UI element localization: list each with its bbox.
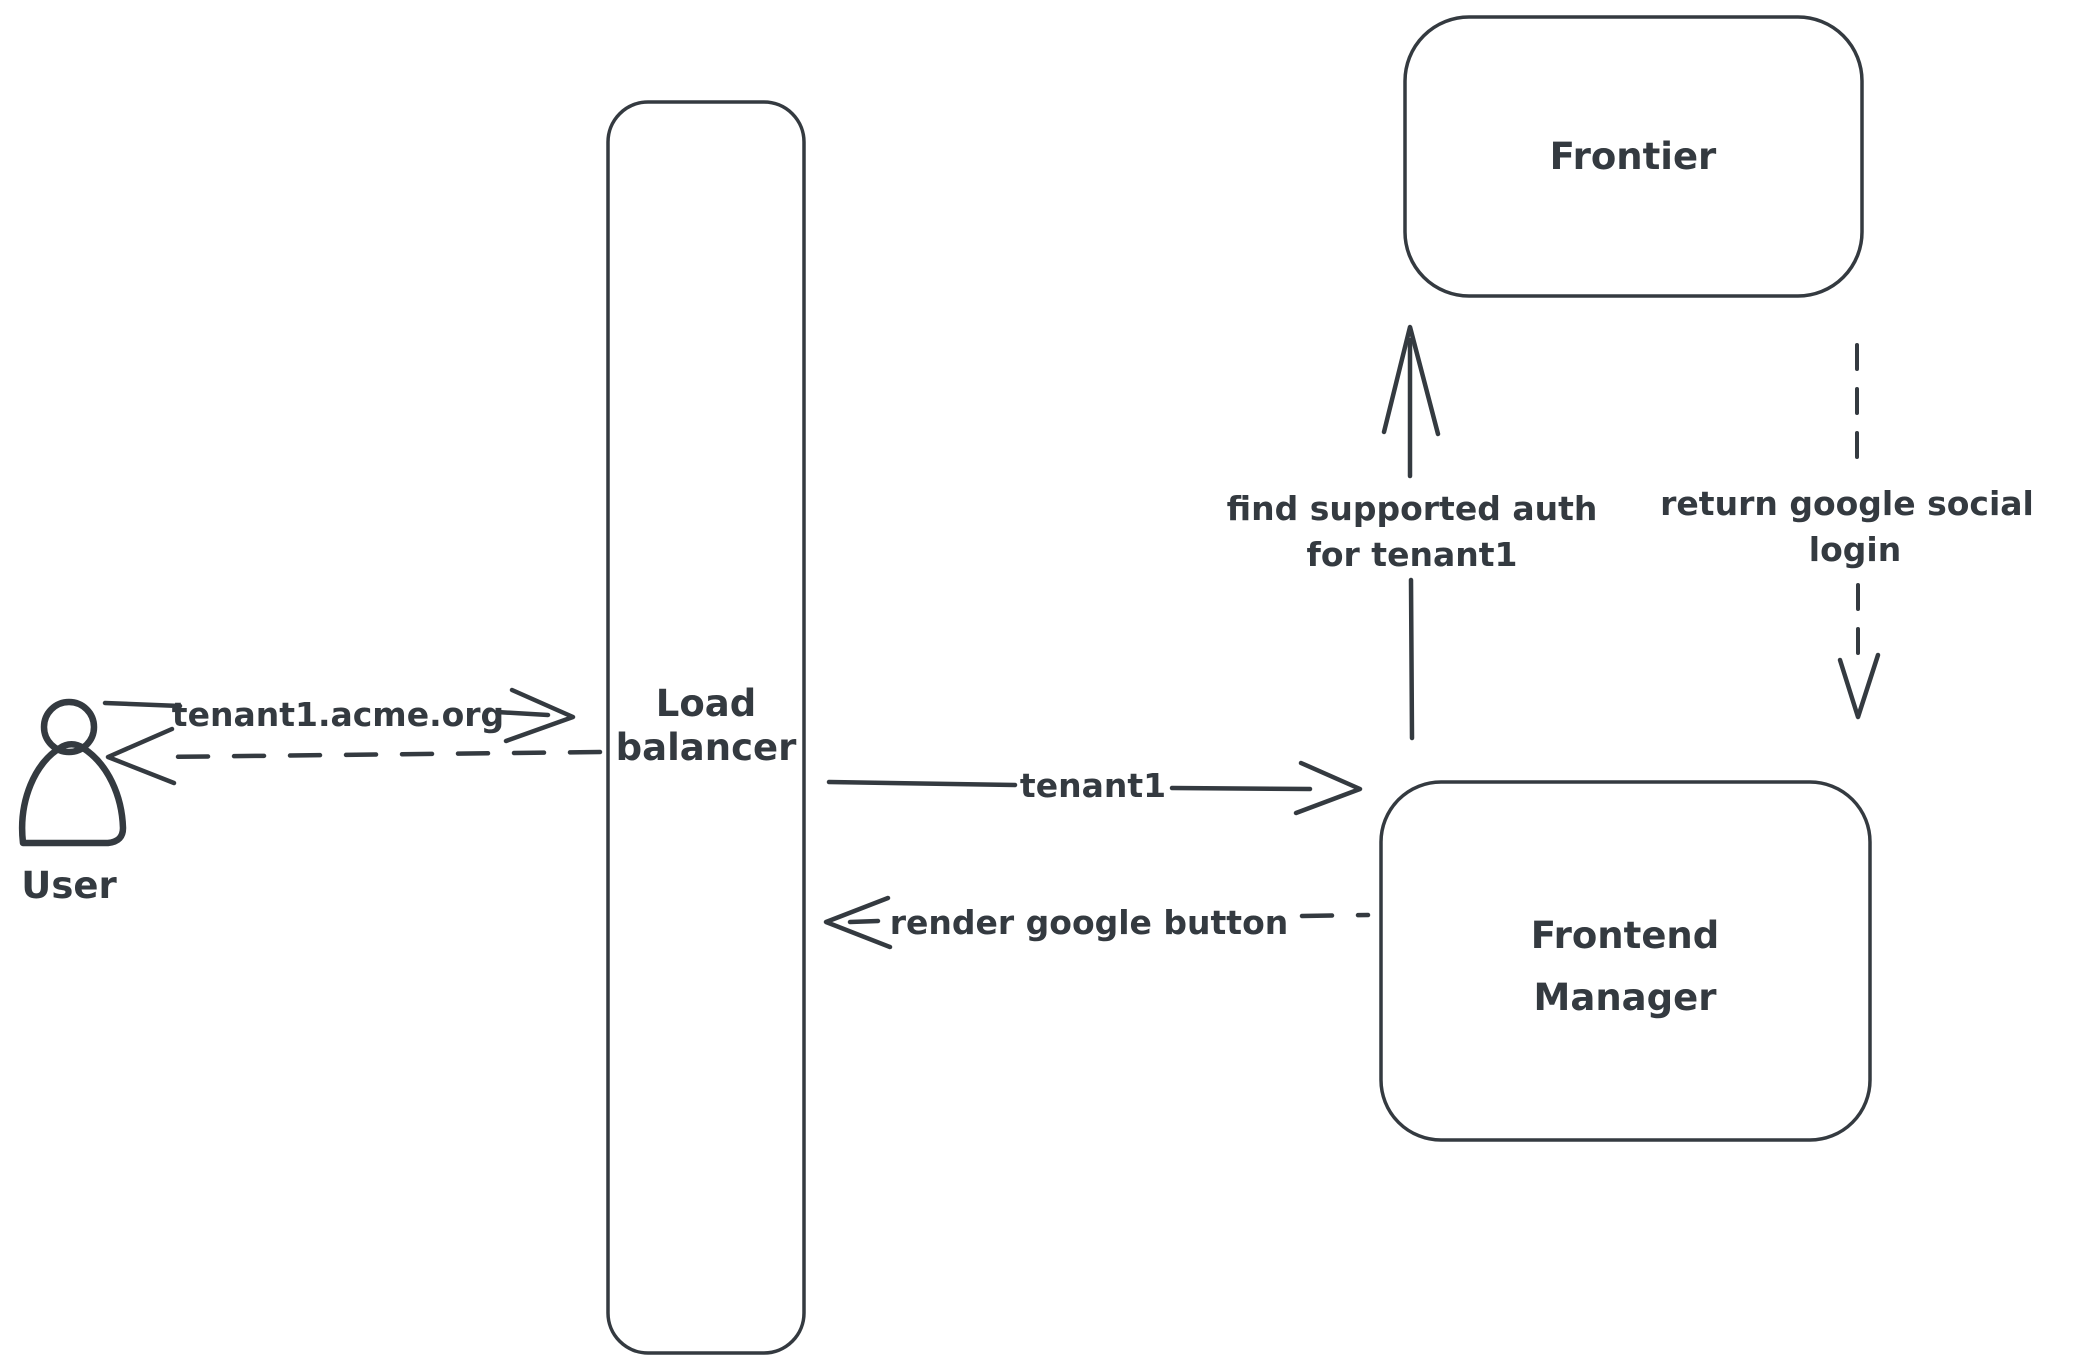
edge-find-auth-line-lower	[1408, 577, 1415, 741]
edge-return-google-social-login: return google social login	[1660, 343, 2034, 720]
user-head-icon	[40, 698, 98, 756]
load-balancer-label-line2: balancer	[616, 726, 797, 769]
edge-response-to-user-line	[157, 749, 603, 760]
edge-user-request-label: tenant1.acme.org	[172, 695, 504, 734]
edge-return-login-arrowhead	[1837, 652, 1881, 720]
load-balancer-label-line1: Load	[656, 682, 756, 725]
edge-render-google-button-dash-right	[1299, 912, 1371, 919]
edge-user-request-arrowhead	[503, 687, 576, 744]
frontend-manager-label-line1: Frontend	[1531, 914, 1720, 957]
frontend-manager-node: Frontend Manager	[1379, 780, 1872, 1142]
edge-find-auth-label-line2: for tenant1	[1307, 535, 1518, 574]
edge-response-to-user	[105, 726, 603, 786]
load-balancer-node: Load balancer	[606, 100, 806, 1355]
edge-user-request-line-left	[102, 700, 183, 709]
edge-response-to-user-arrowhead	[105, 726, 177, 786]
edge-tenant1-line-left	[826, 779, 1018, 788]
frontier-label: Frontier	[1550, 135, 1717, 178]
edge-find-supported-auth: find supported auth for tenant1	[1227, 324, 1598, 741]
edge-render-google-button-arrowhead	[823, 895, 893, 950]
edge-tenant1-arrowhead	[1293, 760, 1363, 816]
user-body-icon	[18, 741, 127, 847]
edge-find-auth-label-line1: find supported auth	[1227, 489, 1598, 528]
frontend-manager-box	[1379, 780, 1872, 1142]
edge-find-auth-arrowhead	[1381, 324, 1441, 437]
user-actor-icon	[18, 698, 127, 847]
edge-render-google-button-dash-left	[847, 918, 881, 925]
edge-tenant1-label: tenant1	[1020, 766, 1166, 805]
edge-lb-to-frontend-manager: tenant1	[826, 760, 1363, 816]
load-balancer-box	[606, 100, 806, 1355]
user-label: User	[21, 864, 117, 907]
edge-render-google-button: render google button	[823, 895, 1371, 950]
frontier-box	[1403, 15, 1864, 298]
edge-user-request: tenant1.acme.org	[102, 687, 576, 744]
frontier-node: Frontier	[1403, 15, 1864, 298]
edge-return-login-label-line2: login	[1809, 530, 1901, 569]
edge-return-login-label-line1: return google social	[1660, 484, 2034, 523]
frontend-manager-label-line2: Manager	[1534, 976, 1718, 1019]
edge-tenant1-line-right	[1169, 785, 1313, 792]
edge-render-google-button-label: render google button	[890, 903, 1289, 942]
edge-user-request-line-right	[494, 709, 551, 718]
